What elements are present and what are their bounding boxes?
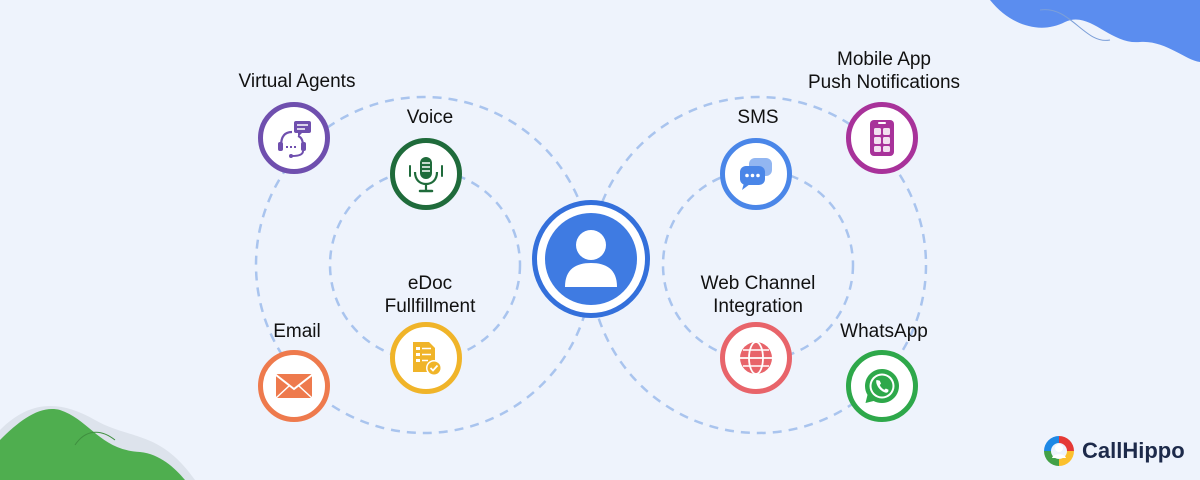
web-channel-label-line1: Web Channel: [700, 273, 816, 294]
microphone-icon: [409, 157, 443, 193]
whatsapp-label: WhatsApp: [840, 321, 928, 342]
mobile-app-label: Mobile App Push Notifications: [808, 48, 960, 94]
chat-bubbles-icon: [740, 158, 772, 190]
mobile-grid-icon: [870, 120, 894, 156]
user-icon: [565, 230, 617, 287]
whatsapp-node: [846, 350, 918, 422]
green-wave-decor: [0, 409, 185, 480]
edoc-node: [390, 322, 462, 394]
whatsapp-icon: [865, 369, 899, 403]
voice-label: Voice: [406, 107, 454, 128]
web-channel-label: Web Channel Integration: [701, 272, 816, 318]
callhippo-logo-icon: [1044, 436, 1074, 466]
email-label: Email: [273, 321, 321, 342]
email-node: [258, 350, 330, 422]
sms-label: SMS: [737, 107, 779, 128]
blue-wave-decor: [990, 0, 1200, 62]
edoc-label: eDoc Fullfillment: [385, 272, 476, 318]
mobile-app-label-line2: Push Notifications: [807, 72, 961, 93]
thin-line-decor: [1039, 9, 1111, 41]
headset-chat-icon: [278, 121, 311, 158]
mobile-app-node: [846, 102, 918, 174]
envelope-icon: [275, 374, 313, 399]
web-channel-node: [720, 322, 792, 394]
center-user-node: [532, 200, 650, 318]
voice-node: [390, 138, 462, 210]
virtual-agents-label: Virtual Agents: [238, 71, 356, 92]
globe-icon: [740, 341, 772, 375]
edoc-label-line1: eDoc: [407, 273, 453, 294]
mobile-app-label-line1: Mobile App: [836, 49, 932, 70]
sms-node: [720, 138, 792, 210]
brand-name: CallHippo: [1082, 438, 1185, 463]
web-channel-label-line2: Integration: [713, 296, 803, 317]
document-check-icon: [413, 342, 442, 376]
thin-line-decor-green: [74, 431, 116, 446]
virtual-agents-node: [258, 102, 330, 174]
brand-logo: CallHippo: [1042, 434, 1185, 468]
right-outer-orbit: [588, 95, 928, 435]
edoc-label-line2: Fullfillment: [384, 296, 476, 317]
